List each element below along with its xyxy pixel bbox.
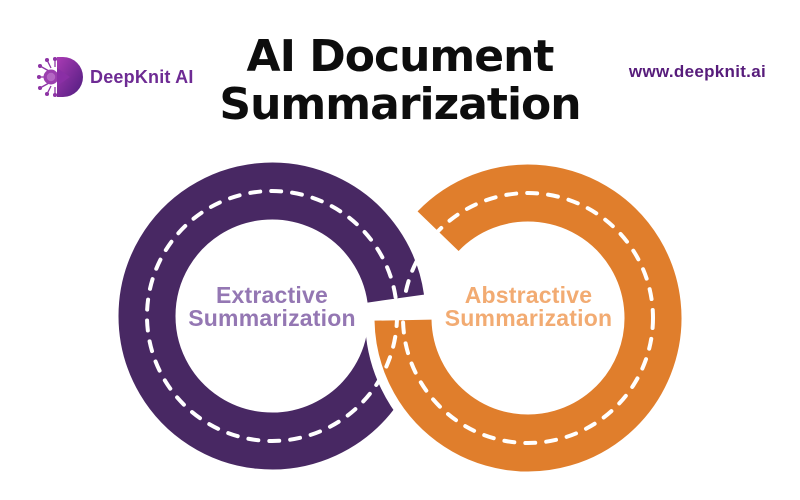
website-url: www.deepknit.ai bbox=[628, 62, 766, 81]
abstractive-label-line1: Abstractive bbox=[464, 282, 593, 308]
extractive-ring-lane-dashes bbox=[145, 189, 399, 443]
page-title-line2: Summarization bbox=[219, 79, 581, 130]
extractive-ring-label: Extractive Summarization bbox=[157, 284, 387, 330]
abstractive-ring-lane-dashes bbox=[401, 191, 655, 445]
abstractive-ring-label: Abstractive Summarization bbox=[411, 284, 646, 330]
abstractive-label-line2: Summarization bbox=[444, 305, 613, 331]
page-title-line1: AI Document bbox=[246, 31, 555, 82]
extractive-label-line1: Extractive bbox=[216, 282, 328, 308]
logo-text: DeepKnit AI bbox=[90, 66, 194, 87]
extractive-label-line2: Summarization bbox=[188, 305, 356, 331]
page-title: AI Document Summarization bbox=[0, 33, 800, 129]
deepknit-logo: DeepKnit AI bbox=[36, 54, 194, 100]
deepknit-logo-icon bbox=[36, 56, 83, 98]
